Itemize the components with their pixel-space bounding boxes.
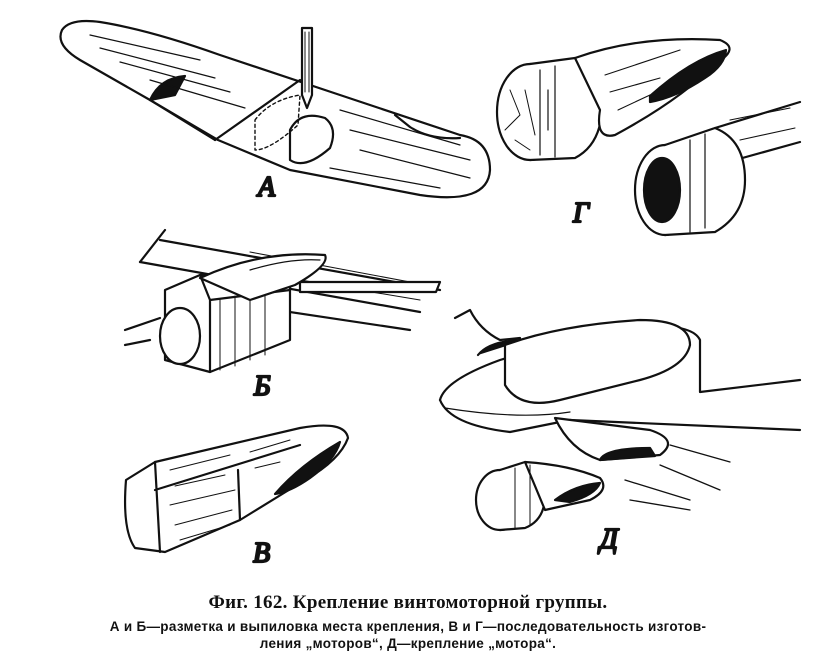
panel-g-label: Г — [572, 198, 590, 229]
panel-d-assembly-drawing: Д — [438, 308, 802, 556]
panel-v-motor-drawing: В — [123, 424, 350, 570]
panel-d-label: Д — [597, 524, 620, 555]
panel-b-label: Б — [253, 371, 271, 402]
panel-a-label: А — [256, 172, 276, 203]
figure-caption: Фиг. 162. Крепление винтомоторной группы… — [0, 592, 816, 652]
caption-description: А и Б—разметка и выпиловка места креплен… — [0, 618, 816, 652]
panel-v-label: В — [253, 538, 270, 569]
panel-g-motor-drawing: Г — [495, 38, 802, 237]
caption-line-1: А и Б—разметка и выпиловка места креплен… — [109, 619, 707, 634]
panel-a-wing-drawing: А — [59, 19, 492, 204]
panel-b-block-drawing: Б — [123, 228, 442, 403]
figure-illustration: А Г — [59, 19, 802, 570]
caption-title: Фиг. 162. Крепление винтомоторной группы… — [208, 592, 608, 613]
caption-line-2: ления „моторов“, Д—крепление „мотора“. — [259, 636, 557, 651]
